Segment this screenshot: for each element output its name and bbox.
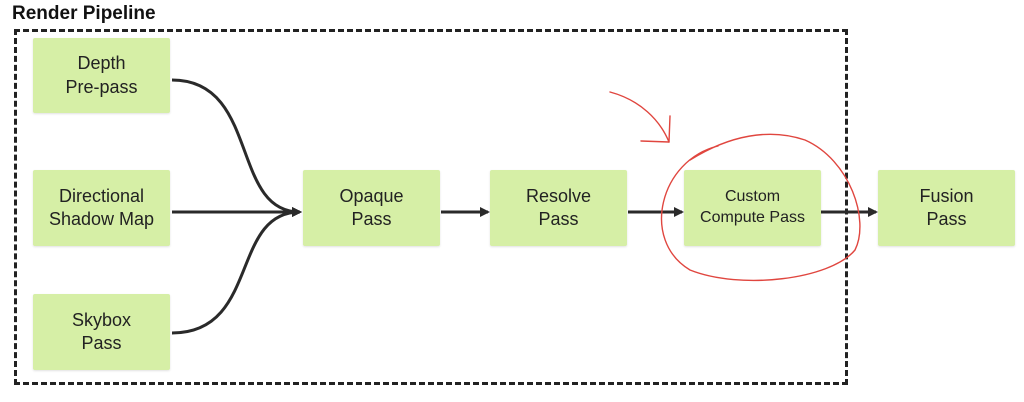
edge-skybox-to-opaque	[171, 207, 302, 335]
render-pipeline-boundary	[14, 29, 848, 385]
node-fusion-pass: Fusion Pass	[878, 170, 1015, 246]
annotation-arrow-shaft	[609, 91, 670, 143]
node-opaque-pass: Opaque Pass	[303, 170, 440, 246]
pipeline-title: Render Pipeline	[12, 3, 156, 24]
annotation-circle	[660, 133, 861, 282]
node-skybox-pass: Skybox Pass	[33, 294, 170, 370]
node-directional-shadow-map: Directional Shadow Map	[33, 170, 170, 246]
edge-depth-to-opaque	[171, 78, 302, 217]
annotation-arrow-head	[640, 115, 671, 143]
node-depth-prepass: Depth Pre-pass	[33, 38, 170, 113]
node-resolve-pass: Resolve Pass	[490, 170, 627, 246]
node-custom-compute-pass: Custom Compute Pass	[684, 170, 821, 246]
